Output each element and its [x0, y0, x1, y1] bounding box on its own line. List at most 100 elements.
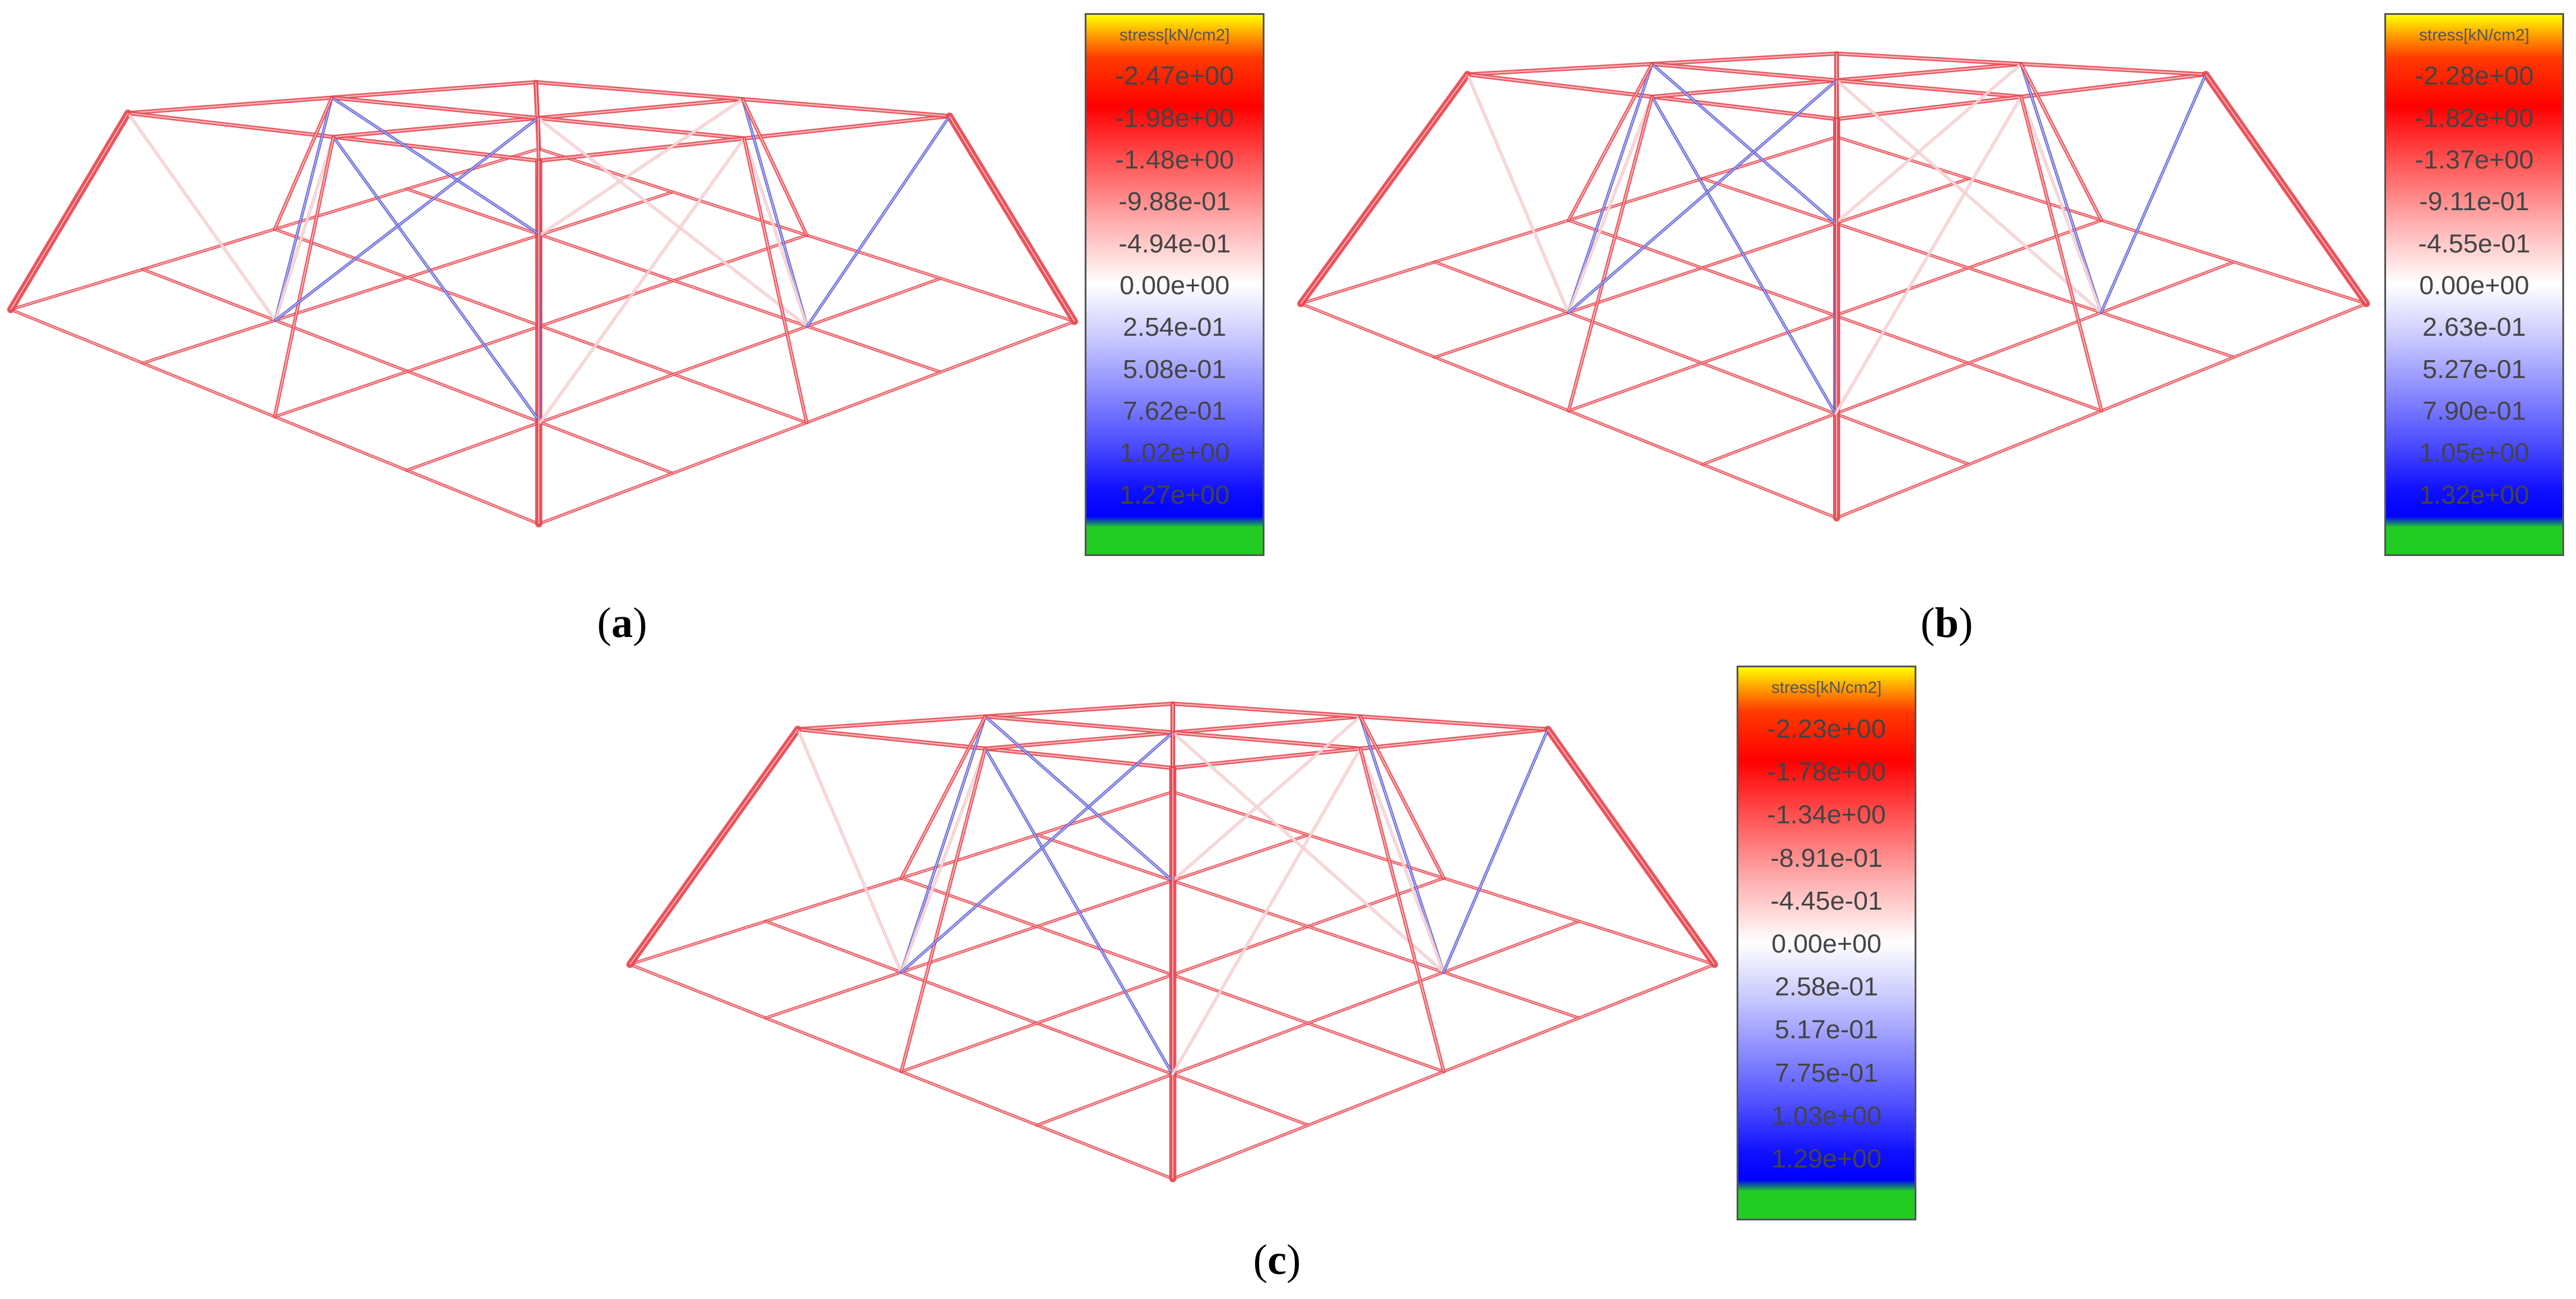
legend-value: -9.88e-01	[1118, 187, 1231, 217]
member-highlight	[742, 99, 808, 327]
legend-value: -1.37e+00	[2415, 145, 2534, 174]
member-highlight	[744, 138, 808, 327]
member-highlight	[1360, 716, 1444, 879]
legend-value: -1.48e+00	[1115, 145, 1234, 174]
member-highlight	[1360, 748, 1444, 973]
legend-value: 1.05e+00	[2419, 438, 2530, 468]
member-highlight	[540, 98, 743, 235]
legend-value: 7.75e-01	[1775, 1058, 1878, 1088]
legend-value: 2.58e-01	[1775, 972, 1878, 1002]
member-highlight	[274, 117, 539, 321]
legend-colorbar	[1738, 667, 1915, 1219]
member-highlight	[901, 732, 1173, 973]
member-highlight	[2021, 96, 2102, 411]
legend-value: 0.00e+00	[1771, 929, 1882, 959]
member-highlight	[985, 716, 1173, 881]
caption-a: (a)	[597, 599, 647, 647]
member-highlight	[742, 99, 807, 236]
legend-value: -2.23e+00	[1767, 714, 1886, 744]
legend-value: -1.78e+00	[1767, 757, 1886, 787]
member-highlight	[2021, 64, 2102, 313]
truss-model-c	[626, 701, 1718, 1182]
legend-value: -1.34e+00	[1767, 800, 1886, 830]
member-highlight	[797, 729, 902, 973]
member-highlight	[1835, 63, 2022, 224]
legend-value: -1.98e+00	[1115, 103, 1234, 133]
member-highlight	[127, 113, 276, 321]
member-highlight	[1443, 729, 1548, 973]
member-highlight	[2205, 74, 2367, 304]
member-highlight	[274, 97, 333, 230]
member-highlight	[1568, 96, 1653, 313]
legend-value: 1.32e+00	[2419, 480, 2530, 510]
legend-value: 0.00e+00	[1119, 270, 1230, 300]
legend-value: 1.27e+00	[1119, 480, 1230, 510]
legend-values: -2.28e+00 -1.82e+00 -1.37e+00 -9.11e-01 …	[2386, 55, 2562, 516]
member-highlight	[1360, 716, 1444, 973]
member-highlight	[332, 97, 541, 236]
member-highlight	[1568, 96, 1653, 411]
legend-colorbar	[2386, 15, 2562, 554]
member-highlight	[10, 113, 129, 310]
legend-values: -2.47e+00 -1.98e+00 -1.48e+00 -9.88e-01 …	[1086, 55, 1263, 516]
legend-value: 7.90e-01	[2422, 396, 2526, 426]
legend-value: 1.29e+00	[1771, 1144, 1882, 1173]
legend-value: 2.63e-01	[2422, 313, 2526, 342]
member-highlight	[807, 115, 950, 327]
legend-value: 5.27e-01	[2422, 354, 2526, 384]
member-highlight	[274, 136, 334, 417]
caption-c: (c)	[1253, 1236, 1301, 1284]
member-highlight	[1651, 96, 1836, 414]
member-highlight	[901, 748, 986, 1072]
member-highlight	[901, 748, 986, 973]
legend-value: -4.45e-01	[1770, 886, 1883, 916]
legend-value: -8.91e-01	[1770, 843, 1883, 873]
member-highlight	[333, 136, 541, 423]
legend-value: -1.82e+00	[2415, 103, 2534, 133]
member-highlight	[629, 729, 798, 965]
truss-model-b	[1297, 51, 2370, 522]
legend-title: stress[kN/cm2]	[2419, 26, 2530, 44]
member-highlight	[1172, 732, 1444, 973]
legend-value: -2.28e+00	[2415, 61, 2534, 91]
member-highlight	[538, 117, 808, 327]
caption-b: (b)	[1920, 599, 1973, 647]
member-highlight	[539, 138, 745, 423]
member-highlight	[1467, 74, 1569, 313]
member-highlight	[1568, 64, 1653, 221]
member-highlight	[901, 716, 986, 973]
member-highlight	[1836, 80, 2102, 313]
stress-legend-b: stress[kN/cm2] -2.28e+00 -1.82e+00 -1.37…	[2384, 13, 2564, 556]
member-highlight	[1835, 96, 2022, 414]
legend-value: 1.03e+00	[1771, 1101, 1882, 1131]
legend-title: stress[kN/cm2]	[1119, 26, 1230, 44]
member-highlight	[985, 748, 1173, 1075]
member-highlight	[2100, 74, 2206, 313]
legend-value: -9.11e-01	[2419, 187, 2530, 217]
member-highlight	[1360, 748, 1444, 1072]
legend-value: 5.17e-01	[1775, 1015, 1878, 1045]
legend-value: 5.08e-01	[1123, 354, 1226, 384]
member-highlight	[744, 138, 807, 423]
member-highlight	[2021, 96, 2102, 313]
member-highlight	[1702, 261, 2234, 465]
member-highlight	[274, 136, 334, 321]
truss-model-a	[7, 80, 1078, 527]
member-highlight	[1651, 63, 1836, 224]
member-highlight	[901, 716, 986, 879]
legend-values: -2.23e+00 -1.78e+00 -1.34e+00 -8.91e-01 …	[1738, 708, 1915, 1181]
legend-value: 7.62e-01	[1123, 396, 1226, 426]
legend-value: -4.55e-01	[2418, 229, 2531, 258]
member-highlight	[1036, 920, 1579, 1126]
member-highlight	[1568, 64, 1653, 313]
member-highlight	[1702, 178, 2234, 358]
stress-legend-a: stress[kN/cm2] -2.47e+00 -1.98e+00 -1.48…	[1085, 13, 1264, 556]
member-highlight	[1172, 748, 1361, 1075]
legend-value: 2.54e-01	[1123, 313, 1226, 342]
member-highlight	[1036, 834, 1579, 1019]
member-highlight	[1547, 729, 1715, 965]
legend-colorbar	[1086, 15, 1263, 554]
member-highlight	[1300, 74, 1468, 304]
member-highlight	[1568, 80, 1837, 313]
member-highlight	[407, 188, 941, 373]
